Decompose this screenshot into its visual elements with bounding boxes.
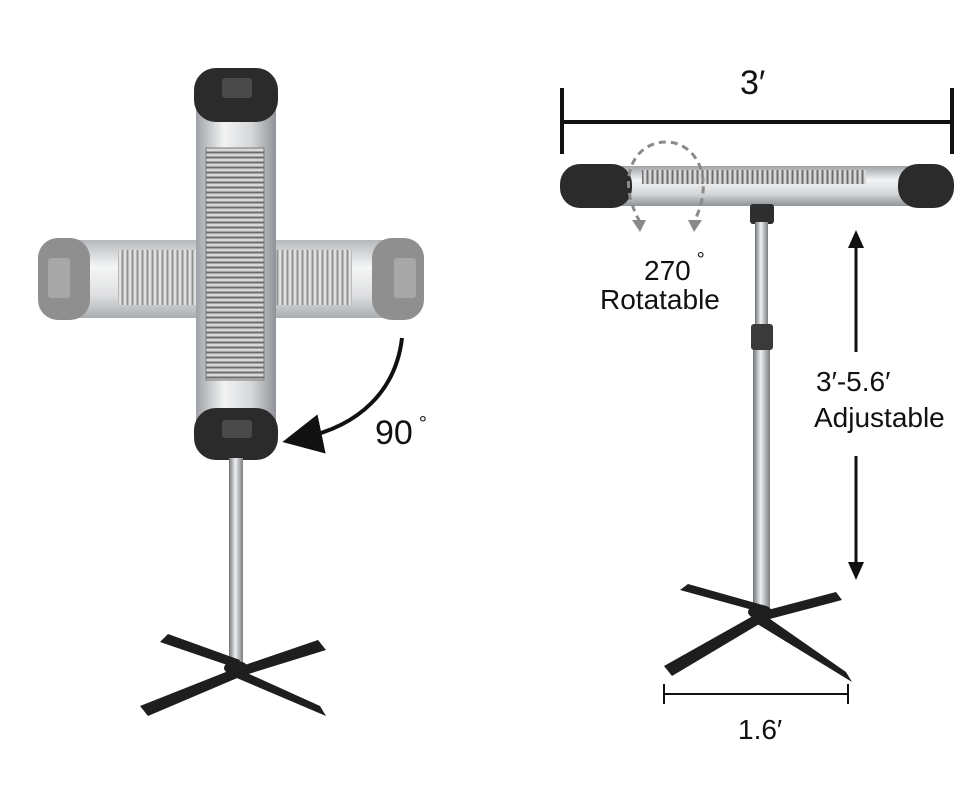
left-heater [38,68,424,716]
left-degree-symbol: ° [418,413,427,435]
right-heater [560,88,954,704]
left-pole [229,458,243,670]
left-rotation-label: 90° [375,414,427,450]
dashed-arrowhead-left [632,220,646,232]
left-base [140,634,326,716]
height-dimension [848,230,864,580]
left-rotation-value: 90 [375,414,413,452]
base-width-label: 1.6′ [738,714,783,745]
rotation-caption: Rotatable [600,284,720,315]
width-label: 3′ [740,64,766,102]
right-base [664,584,852,682]
dashed-arrowhead-right [688,220,702,232]
base-width-dimension [663,684,849,704]
lower-pole [753,350,770,612]
rotation-arrow [282,337,404,454]
right-rotation-value: 270 [644,255,691,286]
width-dimension [560,88,954,154]
height-caption: Adjustable [814,402,945,433]
mount-bracket [750,204,774,224]
upper-pole [755,222,768,326]
horizontal-heater-body [560,164,954,208]
right-rotation-label: 270° [644,250,705,285]
vertical-heater-body [194,68,278,460]
height-lock [751,324,773,350]
rotation-dashed-arrow [627,140,705,223]
height-range-label: 3′-5.6′ [816,366,891,397]
right-degree-symbol: ° [696,249,705,271]
